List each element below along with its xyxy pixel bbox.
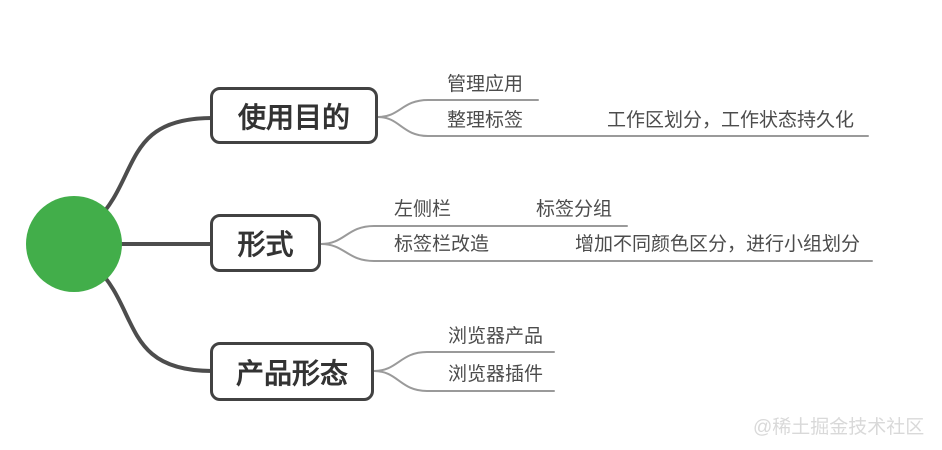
topic-label: 使用目的: [237, 101, 350, 133]
branch-curve-top: [93, 116, 214, 224]
subtopic-tab-grouping: 标签分组: [536, 199, 613, 220]
topic-label: 产品形态: [235, 357, 348, 389]
subtopic-organize-tabs: 整理标签: [447, 110, 524, 131]
subtopic-browser-plugin: 浏览器插件: [448, 364, 544, 385]
subtopic-connector: [373, 370, 555, 392]
subtopic-connector: [377, 116, 869, 137]
subtopic-color-groups: 增加不同颜色区分，进行小组划分: [575, 234, 861, 255]
subtopic-browser-product: 浏览器产品: [448, 326, 544, 347]
topic-box-form: 形式: [210, 214, 321, 272]
subtopic-tabbar-redesign: 标签栏改造: [394, 234, 490, 255]
root-node: [26, 196, 122, 292]
subtopic-left-sidebar: 左侧栏: [394, 199, 452, 220]
subtopic-connector: [373, 351, 555, 372]
topic-box-usage-purpose: 使用目的: [210, 87, 378, 144]
subtopic-connector: [377, 99, 539, 118]
subtopic-connector: [320, 225, 628, 245]
subtopic-connector: [320, 243, 873, 262]
topic-box-product-form: 产品形态: [210, 342, 374, 401]
topic-label: 形式: [237, 229, 294, 260]
branch-curve-bottom: [93, 264, 214, 373]
subtopic-workspace-persist: 工作区划分，工作状态持久化: [607, 110, 855, 131]
watermark: @稀土掘金技术社区: [753, 417, 925, 438]
subtopic-manage-apps: 管理应用: [447, 74, 524, 95]
